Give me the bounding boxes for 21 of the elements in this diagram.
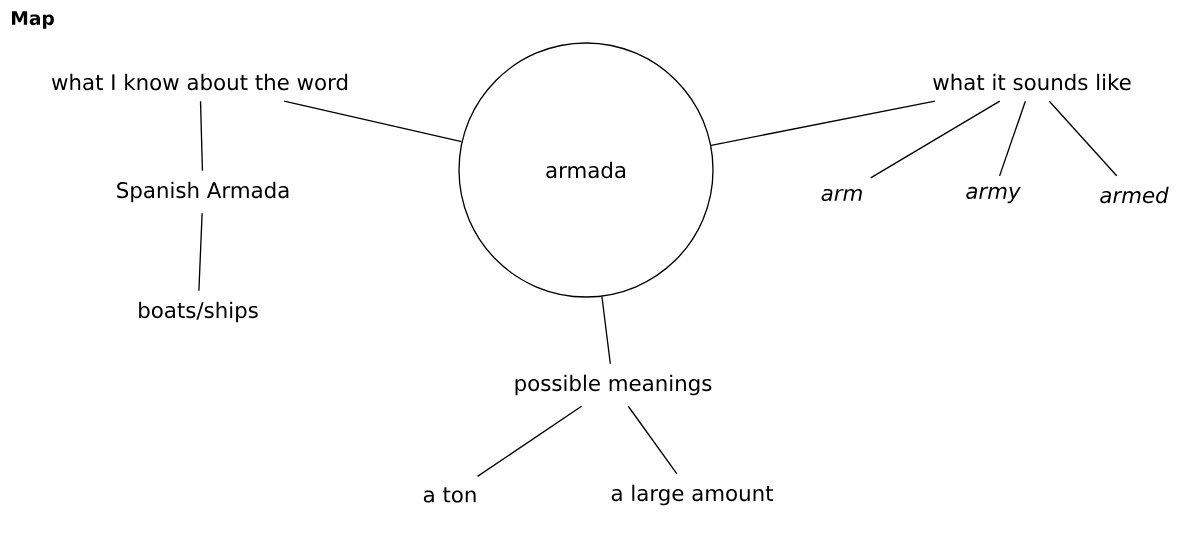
word-label: armed — [1100, 186, 1169, 204]
word-label: arm — [821, 188, 862, 202]
word-label: Spanish Armada — [117, 181, 289, 203]
word-label: what it sounds like — [933, 73, 1131, 91]
connector-line — [476, 405, 583, 478]
connector-line — [283, 100, 463, 143]
word-label: army — [966, 186, 1021, 204]
heading: Map — [12, 11, 54, 29]
connector-line — [627, 405, 678, 475]
word-label: a ton — [423, 487, 476, 503]
connector-line — [601, 296, 611, 365]
connector-line — [199, 100, 204, 172]
connector-line — [998, 100, 1027, 177]
connector-line — [710, 100, 936, 146]
connector-line — [1048, 100, 1118, 177]
word-label: a large amount — [611, 484, 773, 506]
connector-line — [198, 212, 203, 292]
word-label: boats/ships — [139, 301, 258, 323]
word-label: possible meanings — [515, 374, 712, 396]
connector-line — [870, 100, 1001, 179]
word-label: what I know about the word — [51, 73, 348, 91]
